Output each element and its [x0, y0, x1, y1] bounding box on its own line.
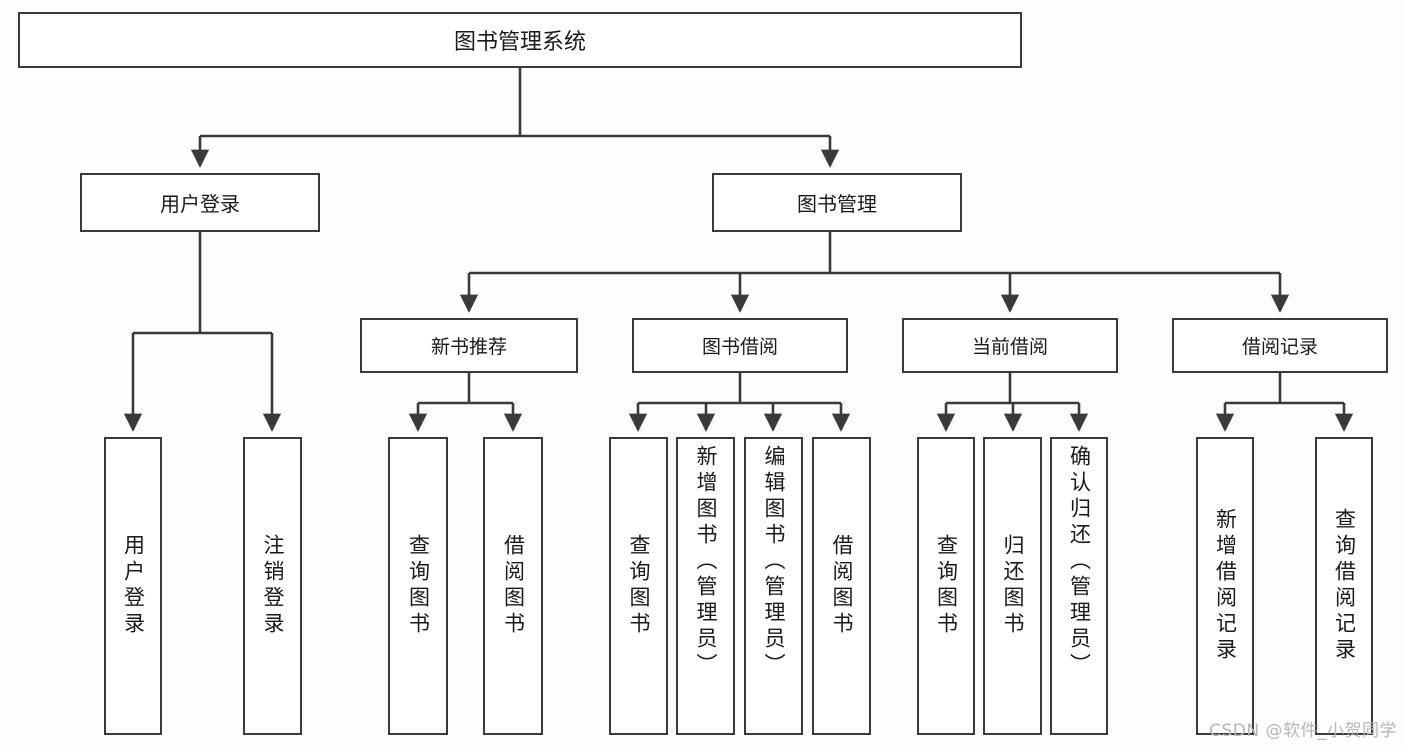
node-leaf-query-book-3-label: 查询图书: [934, 534, 959, 638]
node-borrow-record[interactable]: 借阅记录: [1172, 318, 1388, 373]
node-user-login-label: 用户登录: [160, 192, 240, 216]
node-leaf-return-book[interactable]: 归还图书: [983, 437, 1042, 735]
node-leaf-query-book-1-label: 查询图书: [406, 534, 431, 638]
node-leaf-query-book-2-label: 查询图书: [627, 534, 651, 638]
node-leaf-confirm-return-label: 确认归还（管理员）: [1067, 445, 1092, 679]
node-current-borrow[interactable]: 当前借阅: [902, 318, 1118, 373]
node-leaf-query-book-2[interactable]: 查询图书: [609, 437, 668, 735]
node-current-borrow-label: 当前借阅: [971, 336, 1048, 358]
node-leaf-add-record-label: 新增借阅记录: [1213, 508, 1238, 664]
node-leaf-logout-login-label: 注销登录: [261, 534, 285, 638]
node-leaf-borrow-book-1-label: 借阅图书: [501, 534, 526, 638]
node-leaf-query-record[interactable]: 查询借阅记录: [1315, 437, 1373, 735]
node-leaf-query-book-3[interactable]: 查询图书: [917, 437, 975, 735]
node-user-login[interactable]: 用户登录: [80, 173, 320, 232]
node-book-borrow-label: 图书借阅: [701, 336, 778, 358]
node-root-label: 图书管理系统: [453, 30, 586, 55]
node-leaf-logout-login[interactable]: 注销登录: [243, 437, 302, 735]
node-leaf-borrow-book-1[interactable]: 借阅图书: [483, 437, 543, 735]
node-leaf-query-record-label: 查询借阅记录: [1332, 508, 1357, 664]
node-root[interactable]: 图书管理系统: [18, 12, 1022, 68]
node-borrow-record-label: 借阅记录: [1241, 336, 1318, 358]
node-leaf-edit-book-label: 编辑图书（管理员）: [762, 445, 786, 679]
node-leaf-query-book-1[interactable]: 查询图书: [388, 437, 448, 735]
node-leaf-add-record[interactable]: 新增借阅记录: [1196, 437, 1254, 735]
node-leaf-borrow-book-2[interactable]: 借阅图书: [812, 437, 871, 735]
node-book-management[interactable]: 图书管理: [712, 173, 962, 232]
node-new-book-recommend[interactable]: 新书推荐: [360, 318, 578, 373]
node-new-book-recommend-label: 新书推荐: [430, 336, 507, 358]
node-leaf-user-login-label: 用户登录: [121, 534, 146, 638]
node-leaf-edit-book[interactable]: 编辑图书（管理员）: [744, 437, 803, 735]
node-book-management-label: 图书管理: [797, 192, 877, 216]
node-leaf-add-book[interactable]: 新增图书（管理员）: [676, 437, 735, 735]
node-leaf-add-book-label: 新增图书（管理员）: [694, 445, 718, 679]
node-leaf-return-book-label: 归还图书: [1001, 534, 1025, 638]
node-leaf-user-login[interactable]: 用户登录: [104, 437, 162, 735]
node-book-borrow[interactable]: 图书借阅: [632, 318, 848, 373]
node-leaf-confirm-return[interactable]: 确认归还（管理员）: [1050, 437, 1108, 735]
watermark: CSDN @软件_小贺同学: [1209, 721, 1397, 741]
node-leaf-borrow-book-2-label: 借阅图书: [830, 534, 854, 638]
